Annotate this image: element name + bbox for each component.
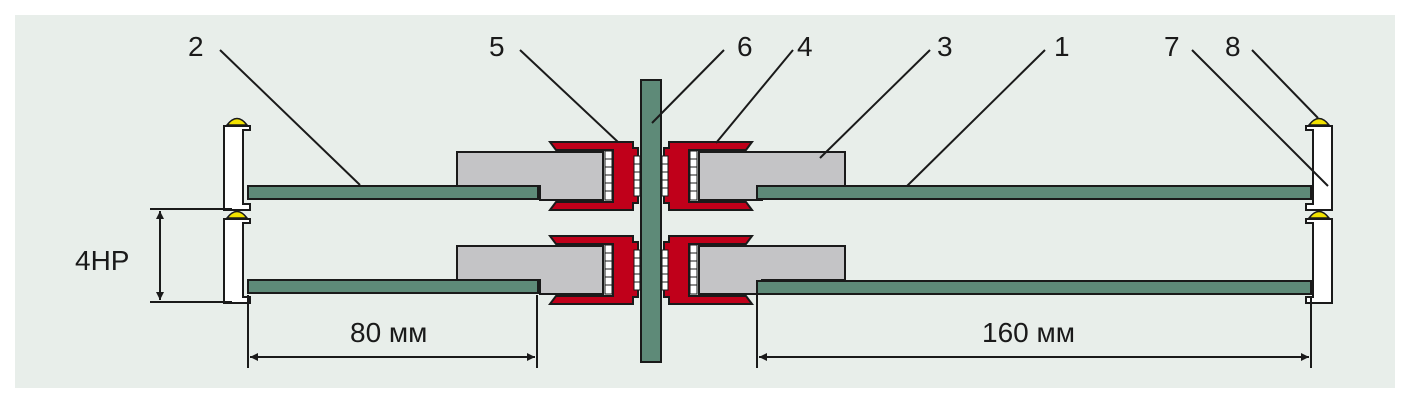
- dim-label-4hp: 4HP: [75, 245, 129, 276]
- leader-line-6: [651, 49, 725, 124]
- board-lower-160mm: [756, 280, 1312, 295]
- board-lower-80mm: [247, 279, 539, 294]
- label-5: 5: [489, 31, 505, 62]
- dim-label-160mm: 160 мм: [982, 317, 1075, 348]
- label-3: 3: [937, 31, 953, 62]
- label-8: 8: [1225, 31, 1241, 62]
- label-6: 6: [737, 31, 753, 62]
- leader-line-3: [819, 49, 931, 159]
- backplane: [640, 79, 662, 363]
- leader-line-7: [1191, 49, 1329, 187]
- board-upper-160mm: [756, 185, 1312, 200]
- leader-line-4: [715, 49, 794, 144]
- label-4: 4: [797, 31, 813, 62]
- leader-line-8: [1251, 49, 1319, 119]
- leader-line-5: [519, 49, 619, 143]
- label-1: 1: [1054, 31, 1070, 62]
- leader-line-1: [906, 49, 1046, 187]
- label-7: 7: [1164, 31, 1180, 62]
- label-2: 2: [188, 31, 204, 62]
- leader-line-2: [219, 49, 361, 186]
- dim-label-80mm: 80 мм: [350, 317, 427, 348]
- board-upper-80mm: [247, 185, 539, 200]
